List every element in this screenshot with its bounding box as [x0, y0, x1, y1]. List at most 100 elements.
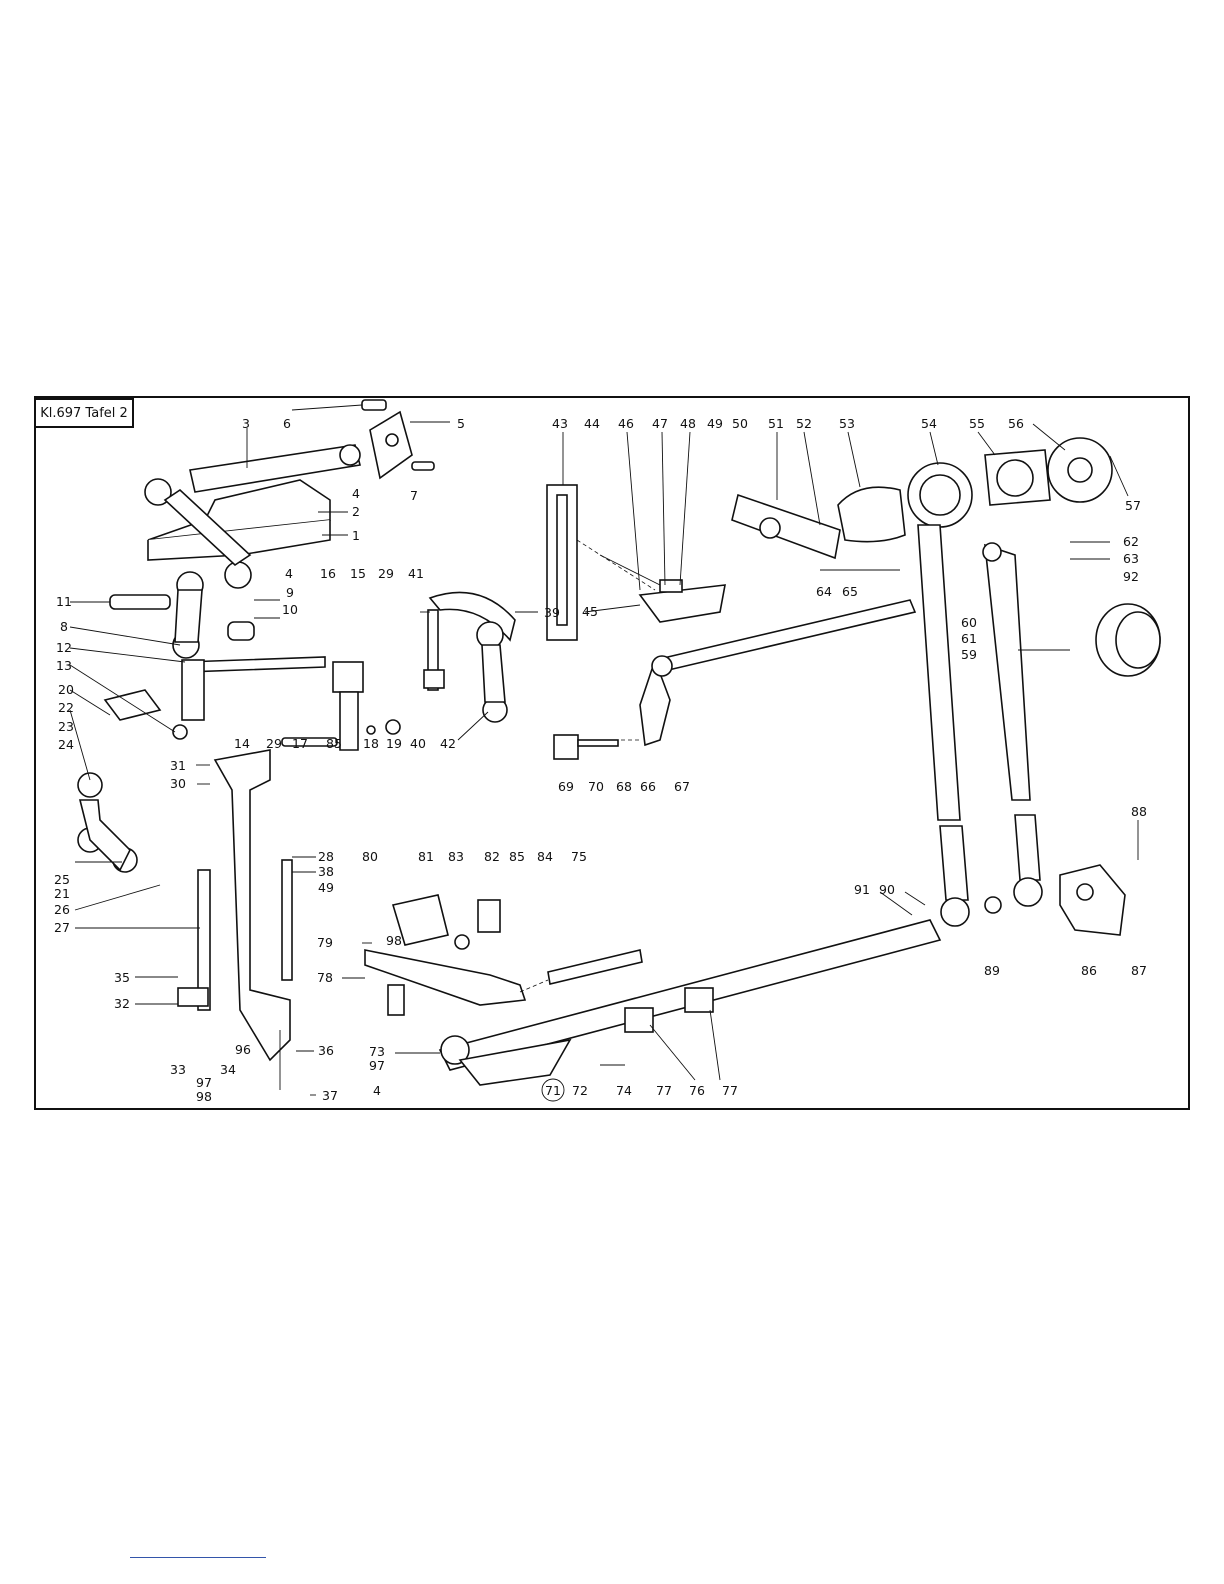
part-bracket-5 — [369, 410, 413, 480]
callout-96: 96 — [235, 1042, 251, 1057]
callout-74: 74 — [616, 1083, 632, 1098]
callout-98: 98 — [386, 933, 402, 948]
part-screw-7 — [411, 461, 435, 471]
callout-43: 43 — [552, 416, 568, 431]
plate-title-box: Kl.697 Tafel 2 — [34, 398, 134, 428]
callout-97: 97 — [369, 1058, 385, 1073]
callout-21: 21 — [54, 886, 70, 901]
callout-84: 84 — [537, 849, 553, 864]
callout-9: 9 — [286, 585, 294, 600]
callout-14: 14 — [234, 736, 250, 751]
part-holder-81 — [391, 894, 501, 950]
callout-78: 78 — [317, 970, 333, 985]
part-frame-bracket — [144, 444, 361, 589]
callout-80: 80 — [362, 849, 378, 864]
callout-42: 42 — [440, 736, 456, 751]
part-nut-19 — [366, 719, 401, 735]
part-housing-55 — [984, 449, 1051, 506]
dashed-guides — [519, 539, 656, 993]
callout-83: 83 — [448, 849, 464, 864]
callout-76: 76 — [689, 1083, 705, 1098]
callout-29: 29 — [266, 736, 282, 751]
callout-34: 34 — [220, 1062, 236, 1077]
part-lever-59 — [982, 542, 1043, 907]
part-shaft-12 — [172, 656, 326, 740]
callout-12: 12 — [56, 640, 72, 655]
part-arm-78 — [364, 949, 527, 1016]
callout-50: 50 — [732, 416, 748, 431]
callout-69: 69 — [558, 779, 574, 794]
callout-5: 5 — [457, 416, 465, 431]
part-block-69 — [553, 734, 619, 760]
callout-26: 26 — [54, 902, 70, 917]
callout-37: 37 — [322, 1088, 338, 1103]
callout-15: 15 — [350, 566, 366, 581]
callout-75: 75 — [571, 849, 587, 864]
part-lever-42 — [476, 621, 508, 723]
callout-62: 62 — [1123, 534, 1139, 549]
callout-59: 59 — [961, 647, 977, 662]
callout-20: 20 — [58, 682, 74, 697]
part-link-8 — [109, 571, 204, 659]
callout-86: 86 — [1081, 963, 1097, 978]
callout-57: 57 — [1125, 498, 1141, 513]
callout-81: 81 — [418, 849, 434, 864]
part-connecting-rod — [917, 524, 970, 927]
callout-91: 91 — [854, 882, 870, 897]
callout-11: 11 — [56, 594, 72, 609]
footer-rule — [130, 1557, 266, 1558]
callout-49: 49 — [707, 416, 723, 431]
callout-4: 4 — [285, 566, 293, 581]
callout-39: 39 — [544, 605, 560, 620]
callout-31: 31 — [170, 758, 186, 773]
callout-88: 88 — [1131, 804, 1147, 819]
callout-labels: 6 5 3 4 2 7 1 4 11 9 10 8 16 15 29 41 39… — [54, 416, 1147, 1104]
part-needle-bar-28 — [213, 749, 293, 1090]
part-shaft-upper — [639, 599, 917, 747]
callout-30: 30 — [170, 776, 186, 791]
callout-64: 64 — [816, 584, 832, 599]
callout-77: 77 — [656, 1083, 672, 1098]
callout-55: 55 — [969, 416, 985, 431]
callout-23: 23 — [58, 719, 74, 734]
callout-51: 51 — [768, 416, 784, 431]
callout-7: 7 — [410, 488, 418, 503]
callout-1: 1 — [352, 528, 360, 543]
part-lever-21 — [77, 772, 138, 873]
part-cam-53 — [837, 486, 906, 543]
callout-90: 90 — [879, 882, 895, 897]
callout-28: 28 — [318, 849, 334, 864]
callout-19: 19 — [386, 736, 402, 751]
callout-66: 66 — [640, 779, 656, 794]
callout-17: 17 — [292, 736, 308, 751]
callout-60: 60 — [961, 615, 977, 630]
part-cam-54 — [907, 462, 973, 528]
callout-29: 29 — [378, 566, 394, 581]
part-pin-75 — [547, 949, 643, 985]
callout-56: 56 — [1008, 416, 1024, 431]
part-bow-39 — [423, 591, 516, 691]
callout-85: 85 — [326, 736, 342, 751]
callout-67: 67 — [674, 779, 690, 794]
callout-68: 68 — [616, 779, 632, 794]
callout-25: 25 — [54, 872, 70, 887]
callout-47: 47 — [652, 416, 668, 431]
callout-35: 35 — [114, 970, 130, 985]
part-rod-27 — [177, 869, 211, 1011]
callout-10: 10 — [282, 602, 298, 617]
callout-82: 82 — [484, 849, 500, 864]
callout-41: 41 — [408, 566, 424, 581]
callout-52: 52 — [796, 416, 812, 431]
callout-32: 32 — [114, 996, 130, 1011]
part-body-51 — [731, 493, 841, 560]
callout-73: 73 — [369, 1044, 385, 1059]
callout-27: 27 — [54, 920, 70, 935]
callout-49: 49 — [318, 880, 334, 895]
part-block-86 — [1059, 864, 1126, 936]
callout-92: 92 — [1123, 569, 1139, 584]
callout-65: 65 — [842, 584, 858, 599]
callout-6: 6 — [283, 416, 291, 431]
part-screw-17 — [281, 737, 338, 747]
callout-70: 70 — [588, 779, 604, 794]
part-washer-89 — [984, 896, 1002, 914]
